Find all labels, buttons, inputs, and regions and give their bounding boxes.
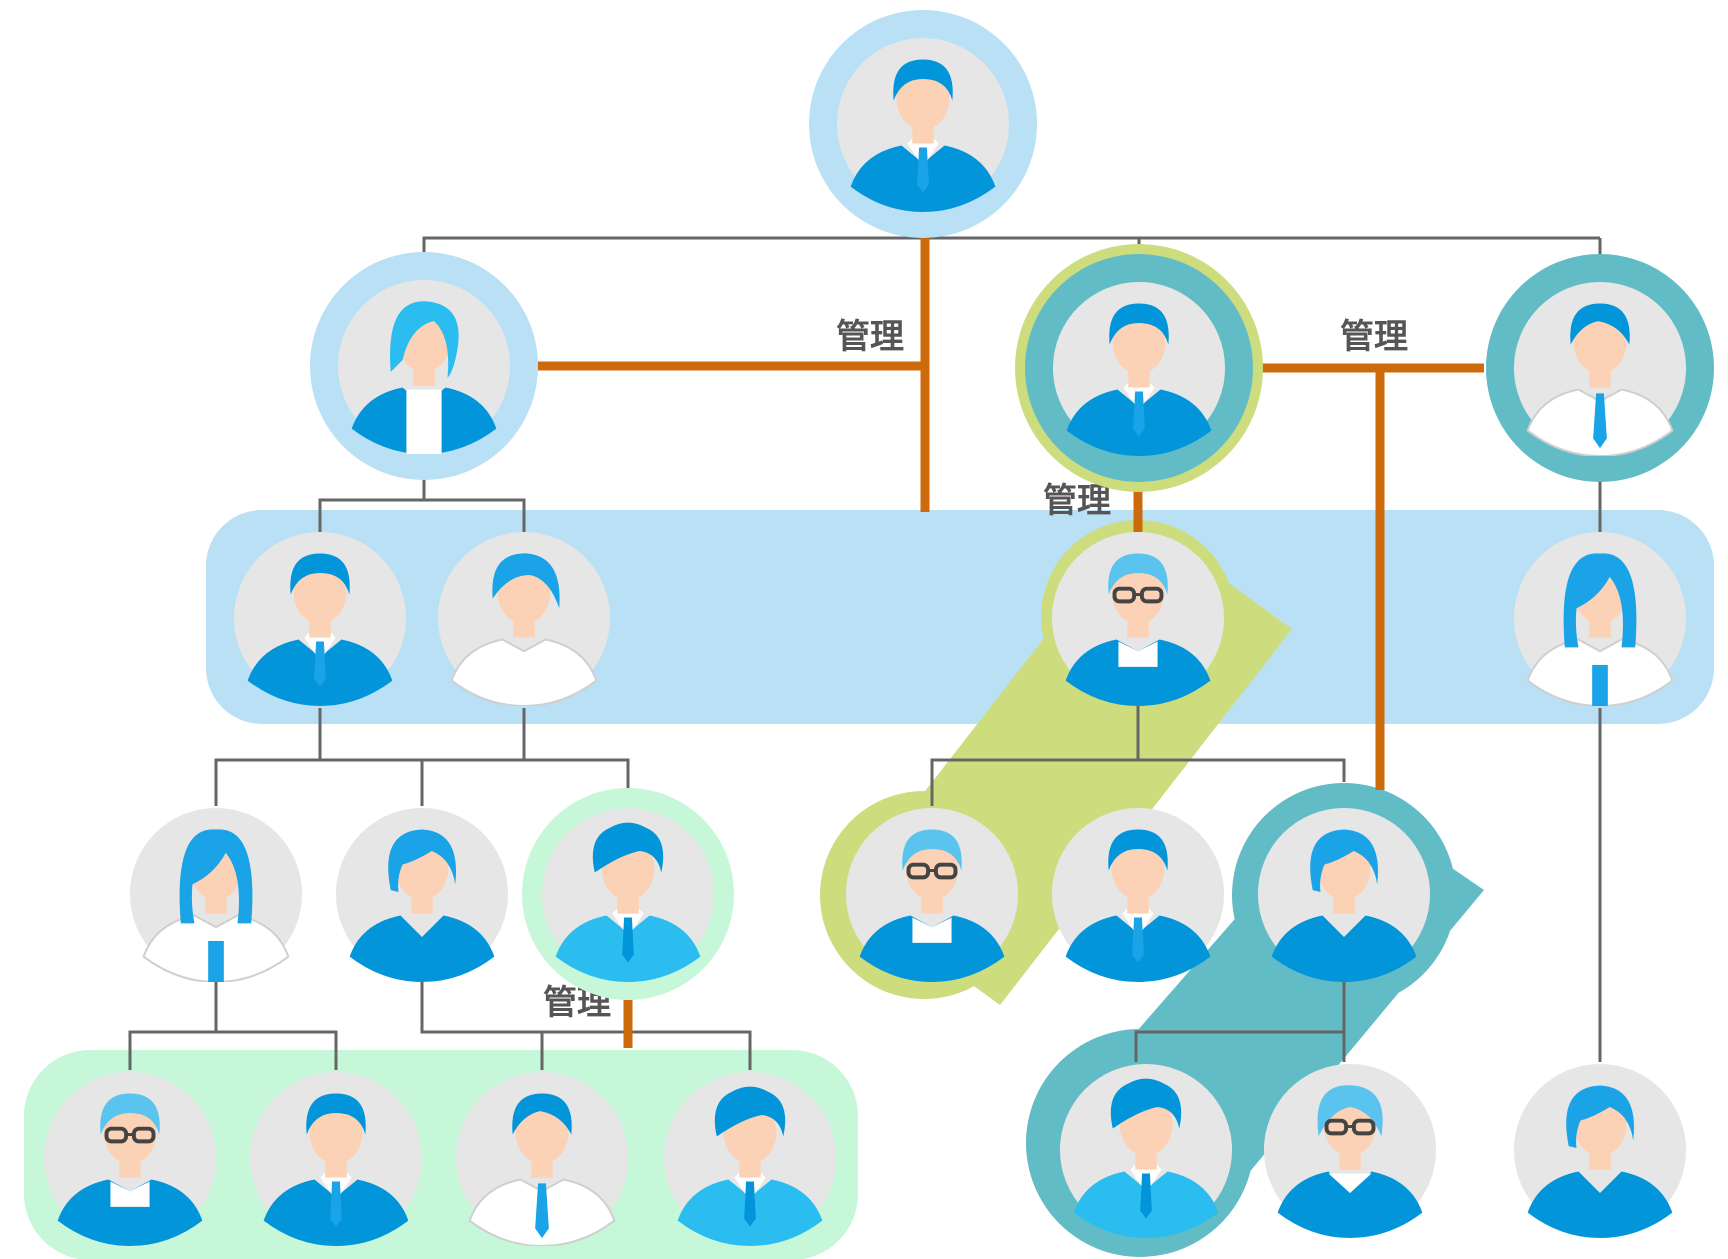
management-line-2 bbox=[1248, 363, 1484, 790]
management-label: 管理 bbox=[836, 317, 904, 357]
ceo-connector bbox=[422, 232, 1602, 282]
senior-connector bbox=[930, 704, 1346, 806]
junior-woman-glasses-avatar bbox=[1262, 1062, 1438, 1238]
staff-man-glasses-avatar bbox=[844, 806, 1020, 982]
staff-man-curly-avatar bbox=[541, 807, 715, 982]
junior-woman-avatar bbox=[1513, 1063, 1687, 1238]
blue-team-band bbox=[206, 510, 1714, 724]
junior-suit-avatar bbox=[249, 1071, 423, 1246]
management-lines bbox=[538, 232, 1484, 1048]
blue-team-connector bbox=[214, 708, 630, 806]
exec-woman-avatar bbox=[337, 279, 511, 454]
management-line-1 bbox=[538, 232, 930, 512]
staff-woman-updo-2-avatar bbox=[1257, 807, 1431, 982]
teal-staff-connector bbox=[1134, 982, 1346, 1062]
staff-man-suit-avatar bbox=[1051, 807, 1225, 982]
junior-man-suit-avatar bbox=[1059, 1063, 1233, 1238]
manager-shirt-avatar bbox=[436, 530, 612, 706]
manager-suit-avatar bbox=[233, 531, 407, 706]
exec-man-avatar bbox=[1052, 281, 1226, 456]
junior-shirt-avatar bbox=[454, 1070, 630, 1246]
mint-team-band bbox=[24, 1050, 858, 1259]
exec-shirt-avatar bbox=[1512, 280, 1688, 456]
ceo-avatar bbox=[836, 37, 1010, 212]
staff-woman-updo-avatar bbox=[335, 807, 509, 982]
junior-senior-avatar bbox=[42, 1070, 218, 1246]
woman-long-hair-avatar bbox=[1512, 530, 1688, 706]
junior-curly-avatar bbox=[663, 1071, 837, 1246]
staff-left-connector bbox=[128, 982, 752, 1070]
management-label: 管理 bbox=[1340, 317, 1408, 357]
management-label: 管理 bbox=[1043, 481, 1111, 521]
staff-woman-long-avatar bbox=[128, 806, 304, 982]
senior-glasses-avatar bbox=[1050, 530, 1226, 706]
